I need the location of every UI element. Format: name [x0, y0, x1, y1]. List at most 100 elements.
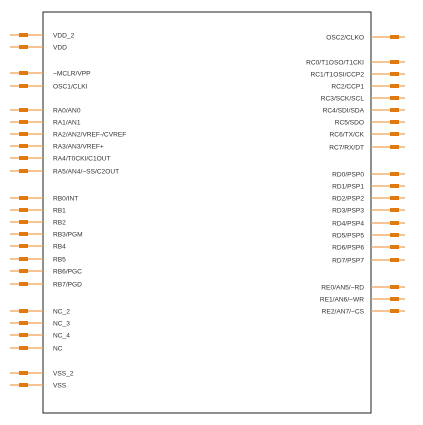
pin-label: RD7/PSP7 — [332, 257, 364, 264]
pin-label: VDD — [53, 44, 67, 51]
pin-end — [19, 383, 28, 387]
pin-end — [19, 132, 28, 136]
pin-end — [390, 245, 399, 249]
pin-label: NC — [53, 345, 63, 352]
pin-end — [390, 196, 399, 200]
pin-label: RC2/CCP1 — [331, 83, 364, 90]
pin-end — [19, 208, 28, 212]
left-pin: RB4 — [10, 243, 66, 250]
pin-label: RA0/AN0 — [53, 107, 81, 114]
pin-end — [390, 108, 399, 112]
pin-label: RA4/T0CKI/C1OUT — [53, 155, 111, 162]
right-pin: RC5/SDO — [335, 119, 405, 126]
pin-end — [19, 282, 28, 286]
left-pin: OSC1/CLKI — [10, 83, 88, 90]
pin-label: NC_3 — [53, 320, 70, 327]
pin-end — [390, 120, 399, 124]
pin-end — [19, 333, 28, 337]
pin-label: RC3/SCK/SCL — [321, 95, 365, 102]
left-pin: RA4/T0CKI/C1OUT — [10, 155, 111, 162]
pin-label: RB7/PGD — [53, 281, 82, 288]
right-pin: OSC2/CLKO — [326, 34, 405, 41]
pin-label: RD3/PSP3 — [332, 207, 364, 214]
pin-label: RA1/AN1 — [53, 119, 81, 126]
right-pin: RD5/PSP5 — [332, 232, 405, 239]
pin-end — [390, 184, 399, 188]
right-pin: RD3/PSP3 — [332, 207, 405, 214]
pin-end — [19, 196, 28, 200]
pin-end — [19, 244, 28, 248]
left-pin: RA1/AN1 — [10, 119, 81, 126]
pin-label: RB2 — [53, 219, 66, 226]
right-pin: RC6/TX/CK — [330, 131, 405, 138]
pin-end — [19, 232, 28, 236]
left-pin: VDD — [10, 44, 67, 51]
pin-end — [390, 60, 399, 64]
left-pin: RA2/AN2/VREF-/CVREF — [10, 131, 126, 138]
left-pin: NC_4 — [10, 332, 70, 339]
pin-label: RD6/PSP6 — [332, 244, 364, 251]
right-pin: RC3/SCK/SCL — [321, 95, 405, 102]
right-pin: RE0/AN5/~RD — [321, 284, 405, 291]
pin-end — [390, 145, 399, 149]
pin-end — [19, 169, 28, 173]
pin-label: VDD_2 — [53, 32, 75, 39]
right-pin: RD7/PSP7 — [332, 257, 405, 264]
pin-label: RB5 — [53, 256, 66, 263]
pin-end — [390, 208, 399, 212]
pin-end — [19, 120, 28, 124]
left-pin: NC — [10, 345, 63, 352]
pin-label: RC7/RX/DT — [329, 144, 364, 151]
pin-end — [19, 33, 28, 37]
pin-label: RB4 — [53, 243, 66, 250]
pin-label: NC_2 — [53, 308, 70, 315]
pin-label: RB1 — [53, 207, 66, 214]
right-pin: RC1/T1OSI/CCP2 — [311, 71, 405, 78]
pin-label: RD4/PSP4 — [332, 220, 364, 227]
left-pin: ~MCLR/VPP — [10, 70, 91, 77]
pin-label: RA2/AN2/VREF-/CVREF — [53, 131, 126, 138]
pin-end — [390, 172, 399, 176]
left-pin: RB5 — [10, 256, 66, 263]
pin-label: RD5/PSP5 — [332, 232, 364, 239]
left-pin: RA5/AN4/~SS/C2OUT — [10, 168, 119, 175]
right-pin: RC2/CCP1 — [331, 83, 405, 90]
right-pin: RD6/PSP6 — [332, 244, 405, 251]
pin-end — [390, 233, 399, 237]
pin-end — [19, 45, 28, 49]
pin-label: RD1/PSP1 — [332, 183, 364, 190]
pin-end — [19, 84, 28, 88]
pin-end — [19, 220, 28, 224]
pin-label: RA3/AN3/VREF+ — [53, 143, 104, 150]
pin-end — [19, 144, 28, 148]
right-pin: RE1/AN6/~WR — [320, 296, 405, 303]
pin-end — [19, 371, 28, 375]
pin-end — [390, 309, 399, 313]
left-pin: RB1 — [10, 207, 66, 214]
pin-label: NC_4 — [53, 332, 70, 339]
pin-label: OSC2/CLKO — [326, 34, 364, 41]
left-pin: VDD_2 — [10, 32, 75, 39]
pin-end — [390, 297, 399, 301]
pin-end — [19, 321, 28, 325]
right-pin: RD4/PSP4 — [332, 220, 405, 227]
pin-end — [390, 72, 399, 76]
pin-label: VSS — [53, 382, 67, 389]
pin-end — [19, 108, 28, 112]
pin-label: RD2/PSP2 — [332, 195, 364, 202]
pin-label: ~MCLR/VPP — [53, 70, 91, 77]
pin-label: OSC1/CLKI — [53, 83, 88, 90]
pin-end — [19, 71, 28, 75]
pin-label: RC6/TX/CK — [330, 131, 365, 138]
pin-end — [19, 257, 28, 261]
pin-label: RC4/SDI/SDA — [323, 107, 365, 114]
left-pin: RB6/PGC — [10, 268, 82, 275]
pin-label: RD0/PSP0 — [332, 171, 364, 178]
pin-label: RB6/PGC — [53, 268, 82, 275]
pin-end — [390, 35, 399, 39]
left-pin: RA0/AN0 — [10, 107, 81, 114]
pin-end — [390, 285, 399, 289]
right-pin: RC0/T1OSO/T1CKI — [306, 59, 405, 66]
pin-end — [390, 258, 399, 262]
